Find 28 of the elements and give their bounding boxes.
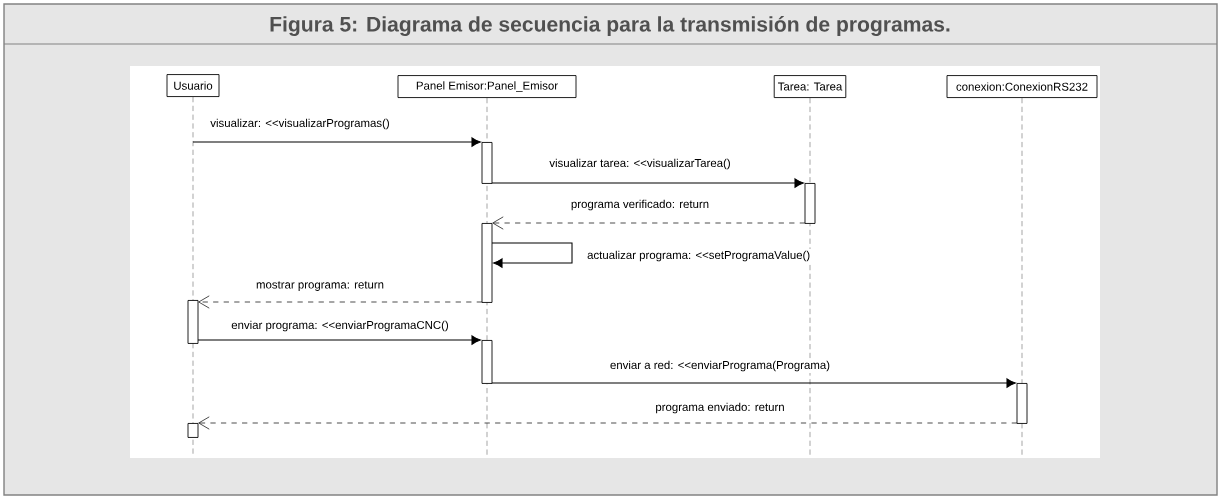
message-arrow	[197, 335, 481, 345]
activation-bar	[804, 183, 816, 224]
edge-label: programa verificado: return	[571, 199, 709, 211]
edge-label: enviar programa: <<enviarProgramaCNC()	[231, 320, 448, 332]
lifeline-head: Usuario	[166, 74, 220, 97]
activation-bar	[481, 340, 493, 384]
figure-title: Figura 5: Diagrama de secuencia para la transmisión de programas.	[270, 16, 950, 36]
message-arrow	[198, 295, 483, 309]
message-arrow	[198, 416, 1018, 430]
message-arrow	[192, 137, 481, 147]
edge-label: mostrar programa: return	[256, 281, 384, 291]
activation-bar	[1016, 383, 1028, 424]
message-arrow	[491, 178, 804, 188]
edge-label: programa enviado: return	[656, 402, 784, 414]
lifeline-head: Panel Emisor:Panel_Emisor	[397, 75, 577, 98]
message-arrow	[491, 242, 573, 268]
activation-bar	[187, 300, 199, 344]
activation-bar	[187, 423, 199, 438]
edge-label: visualizar: <<visualizarProgramas()	[210, 118, 389, 130]
message-arrow	[491, 378, 1016, 388]
activation-bar	[481, 142, 493, 184]
edge-label: visualizar tarea: <<visualizarTarea()	[549, 158, 730, 170]
edge-label: actualizar programa: <<setProgramaValue()	[587, 250, 810, 262]
message-arrow	[492, 216, 806, 230]
activation-bar	[481, 223, 493, 303]
lifeline-head: conexion:ConexionRS232	[946, 75, 1098, 98]
lifeline-head: Tarea: Tarea	[773, 75, 847, 98]
edge-label: enviar a red: <<enviarPrograma(Programa)	[610, 360, 830, 372]
